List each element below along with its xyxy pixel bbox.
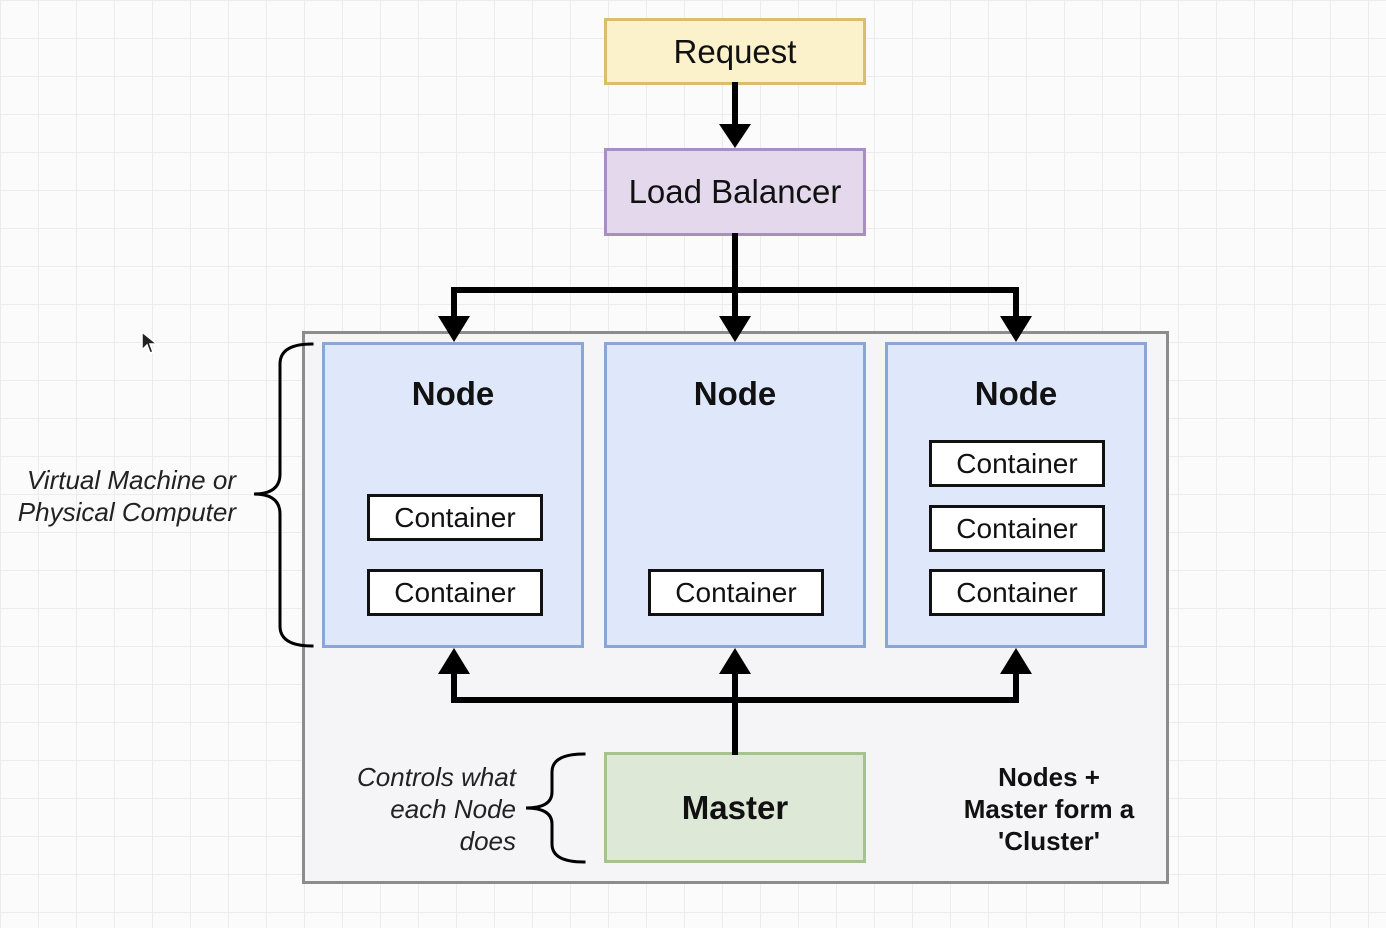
container-box[interactable]: Container — [929, 440, 1105, 487]
mouse-cursor-icon — [141, 330, 160, 354]
arrowhead-master-to-node1 — [438, 648, 470, 674]
master-note-line: each Node — [390, 794, 516, 824]
cluster-note-line: Nodes + — [998, 762, 1100, 792]
container-label: Container — [394, 501, 516, 533]
vm-brace — [253, 342, 314, 648]
node-1[interactable]: Node Container Container — [322, 342, 584, 648]
arrowhead-to-lb — [719, 124, 751, 148]
node-title: Node — [974, 375, 1058, 412]
master-brace — [525, 752, 586, 864]
node-title: Node — [411, 375, 495, 412]
container-box[interactable]: Container — [367, 494, 543, 541]
cluster-annotation: Nodes + Master form a 'Cluster' — [938, 761, 1160, 857]
master-label: Master — [681, 788, 789, 826]
vm-note-line: Virtual Machine or — [26, 465, 236, 495]
arrowhead-master-to-node2 — [719, 648, 751, 674]
vm-note-line: Physical Computer — [17, 497, 236, 527]
arrowhead-to-node2 — [719, 316, 751, 342]
container-label: Container — [956, 447, 1078, 479]
container-label: Container — [675, 576, 797, 608]
master-annotation: Controls what each Node does — [318, 761, 516, 857]
master-note-line: Controls what — [357, 762, 516, 792]
vm-annotation: Virtual Machine or Physical Computer — [0, 464, 236, 528]
container-label: Container — [956, 576, 1078, 608]
arrowhead-to-node3 — [1000, 316, 1032, 342]
request-box[interactable]: Request — [604, 18, 866, 85]
container-box[interactable]: Container — [929, 505, 1105, 552]
cluster-note-line: Master form a — [963, 794, 1135, 824]
load-balancer-box[interactable]: Load Balancer — [604, 148, 866, 236]
node-title: Node — [693, 375, 777, 412]
container-label: Container — [956, 512, 1078, 544]
arrowhead-master-to-node3 — [1000, 648, 1032, 674]
cluster-note-line: 'Cluster' — [998, 826, 1100, 856]
node-2[interactable]: Node Container — [604, 342, 866, 648]
container-box[interactable]: Container — [929, 569, 1105, 616]
container-label: Container — [394, 576, 516, 608]
master-note-line: does — [459, 826, 516, 856]
request-label: Request — [673, 32, 797, 70]
node-3[interactable]: Node Container Container Container — [885, 342, 1147, 648]
load-balancer-label: Load Balancer — [628, 173, 842, 210]
container-box[interactable]: Container — [648, 569, 824, 616]
arrowhead-to-node1 — [438, 316, 470, 342]
container-box[interactable]: Container — [367, 569, 543, 616]
